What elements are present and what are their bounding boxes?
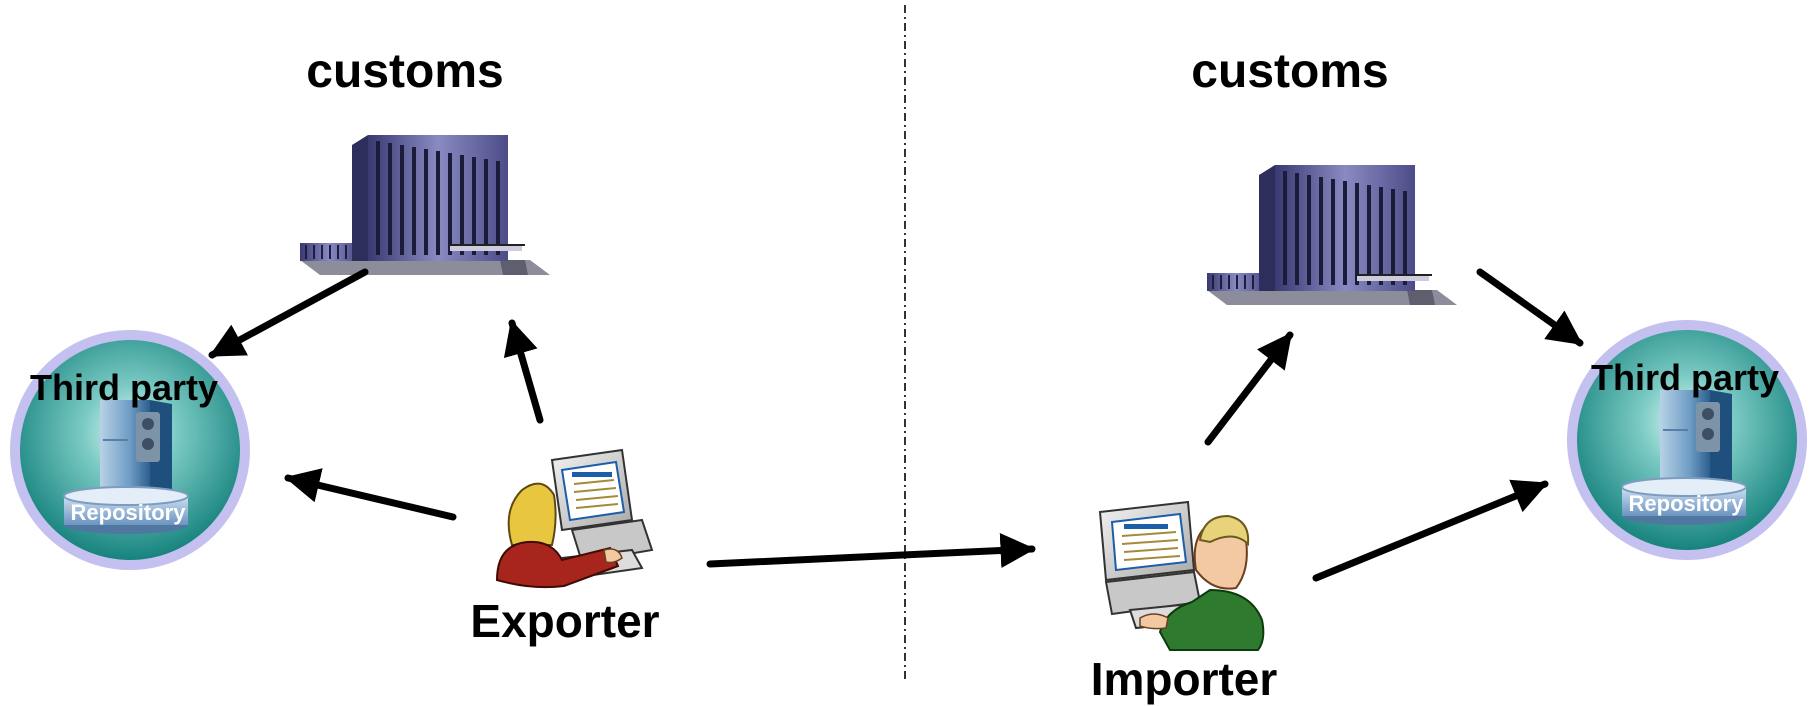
person-at-computer-icon xyxy=(495,448,654,589)
arrow-exporter-to-customs xyxy=(503,319,544,424)
person-at-computer-icon xyxy=(1098,500,1265,651)
arrow-customs-to-thirdparty-left xyxy=(208,268,369,359)
server-icon xyxy=(100,400,172,492)
server-icon xyxy=(1660,390,1732,482)
repository-label-right: Repository xyxy=(1628,491,1744,516)
arrow-customs-to-thirdparty-right xyxy=(1476,268,1584,347)
repository-label-left: Repository xyxy=(70,500,186,525)
third-party-label-right: Third party xyxy=(1590,357,1780,398)
database-icon xyxy=(1621,477,1747,525)
customs-label-left: customs xyxy=(306,45,504,98)
importer-label: Importer xyxy=(1090,653,1278,705)
arrow-exporter-to-thirdparty xyxy=(284,468,457,521)
third-party-node-left xyxy=(10,330,250,570)
exporter-label: Exporter xyxy=(470,595,660,647)
building-icon xyxy=(300,135,550,275)
database-icon xyxy=(63,486,189,534)
arrow-importer-to-customs xyxy=(1204,331,1294,446)
customs-label-right: customs xyxy=(1191,45,1389,98)
third-party-node-right xyxy=(1567,320,1807,560)
arrow-exporter-to-importer xyxy=(706,532,1036,568)
third-party-label-left: Third party xyxy=(29,367,219,408)
building-icon xyxy=(1207,165,1457,305)
arrow-importer-to-thirdparty xyxy=(1312,479,1549,582)
